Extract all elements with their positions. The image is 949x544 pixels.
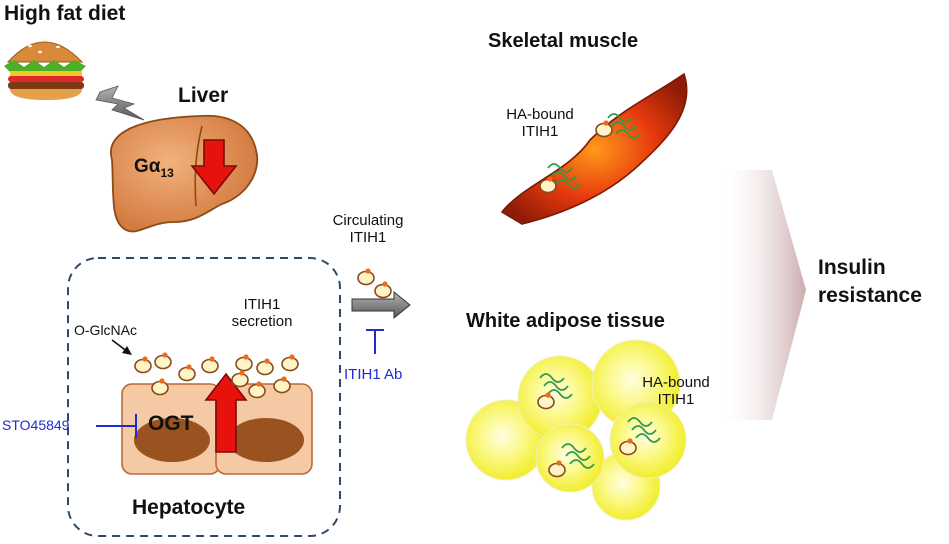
itih1-vesicle bbox=[281, 353, 299, 372]
itih1-vesicle bbox=[178, 363, 196, 382]
inhibition-icon bbox=[366, 329, 384, 354]
liver-label: Liver bbox=[178, 84, 229, 107]
down-arrow-icon bbox=[190, 139, 238, 196]
skeletal-muscle-label: Skeletal muscle bbox=[488, 30, 639, 52]
antibody-label: ITIH1 Ab bbox=[344, 366, 403, 383]
itih1-vesicle bbox=[374, 280, 392, 299]
diet-label: High fat diet bbox=[4, 2, 126, 25]
ha-bound-itih1-adipose bbox=[539, 373, 661, 469]
itih1-vesicle bbox=[256, 357, 274, 376]
adipocyte-cluster bbox=[465, 339, 687, 521]
itih1-vesicle bbox=[201, 355, 219, 374]
itih1-vesicle bbox=[235, 353, 253, 372]
liver-organ bbox=[110, 114, 259, 233]
adipose-label: White adipose tissue bbox=[466, 310, 665, 332]
ha-bound-itih1-muscle bbox=[547, 113, 641, 189]
itih1-vesicle bbox=[134, 355, 152, 374]
g-alpha-13-label: Gα13 bbox=[134, 156, 174, 180]
itih1-vesicle bbox=[151, 377, 169, 396]
hepatocyte-compartment bbox=[67, 257, 341, 537]
ogt-label: OGT bbox=[148, 412, 194, 435]
up-arrow-icon bbox=[204, 372, 248, 453]
itih1-vesicle bbox=[273, 375, 291, 394]
oglcnac-label: O-GlcNAc bbox=[74, 322, 137, 338]
burger-icon bbox=[4, 38, 86, 100]
itih1-vesicle bbox=[357, 267, 375, 286]
muscle-shape bbox=[500, 72, 688, 225]
itih1-vesicle bbox=[154, 351, 172, 370]
outcome-arrow bbox=[718, 170, 806, 420]
arrow-icon bbox=[351, 290, 411, 320]
nucleus bbox=[228, 418, 304, 462]
itih1-vesicle bbox=[231, 369, 249, 388]
oglcnac-pointer bbox=[111, 339, 132, 355]
lightning-icon bbox=[95, 85, 145, 121]
hepatocyte-label: Hepatocyte bbox=[132, 496, 246, 519]
nucleus bbox=[134, 418, 210, 462]
sto45849-label: STO45849 bbox=[2, 417, 70, 433]
ogt-inhibition-icon bbox=[96, 414, 137, 438]
